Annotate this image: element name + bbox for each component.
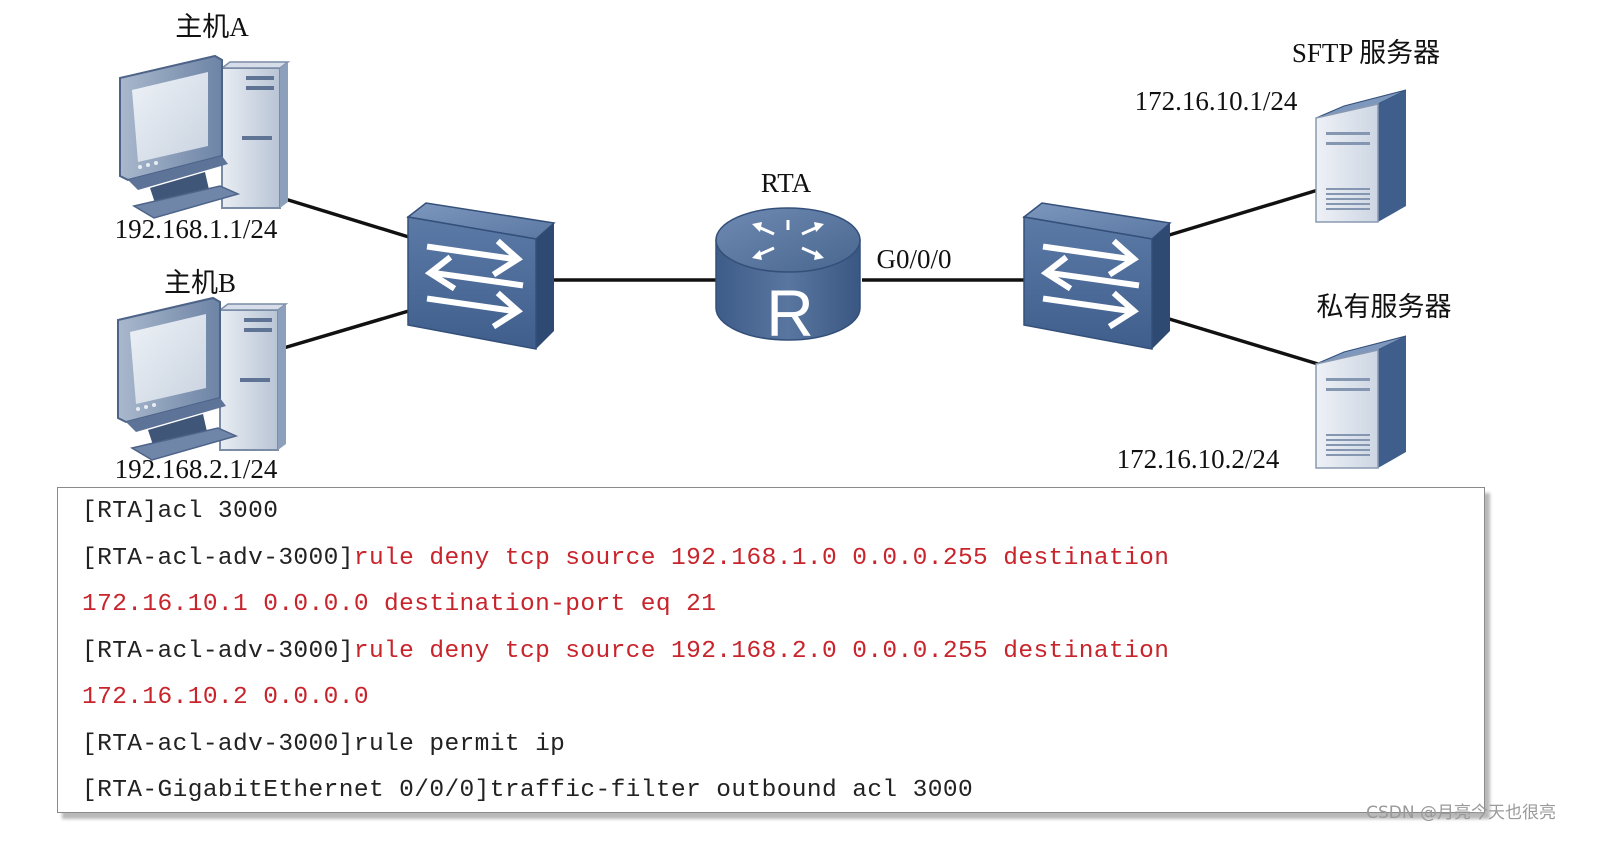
link-host-b-switch1 — [269, 308, 413, 354]
config-rule-text: 172.16.10.1 0.0.0.0 destination-port eq … — [82, 591, 717, 618]
config-code-box: [RTA]acl 3000 [RTA-acl-adv-3000]rule den… — [57, 487, 1485, 813]
config-prompt: [RTA-acl-adv-3000] — [82, 545, 354, 572]
link-host-a-switch1 — [271, 193, 413, 240]
sftp-server-name: SFTP 服务器 — [1292, 38, 1440, 68]
host-b-name: 主机B — [164, 268, 236, 298]
config-line: [RTA]acl 3000 — [82, 498, 278, 525]
host-b-ip: 192.168.2.1/24 — [115, 454, 278, 484]
host-a-name: 主机A — [175, 12, 249, 42]
switch-icon — [1022, 202, 1172, 350]
router-icon: R — [715, 207, 861, 350]
link-switch2-sftp — [1165, 188, 1319, 238]
config-rule-text: rule deny tcp source 192.168.2.0 0.0.0.2… — [353, 638, 1170, 665]
host-a-ip: 192.168.1.1/24 — [115, 214, 278, 244]
config-text: [RTA-acl-adv-3000]rule permit ip — [82, 731, 566, 758]
pc-icon — [117, 296, 289, 461]
router-interface: G0/0/0 — [876, 244, 951, 274]
watermark: CSDN @月亮今天也很亮 — [1366, 803, 1556, 823]
config-rule-text: 172.16.10.2 0.0.0.0 — [82, 684, 369, 711]
switch-icon — [406, 202, 556, 350]
private-server-name: 私有服务器 — [1317, 292, 1452, 322]
private-server-ip: 172.16.10.2/24 — [1117, 444, 1280, 474]
config-text: [RTA-GigabitEthernet 0/0/0]traffic-filte… — [82, 777, 974, 804]
config-line: 172.16.10.2 0.0.0.0 — [82, 684, 369, 711]
server-icon — [1315, 335, 1407, 469]
config-line: [RTA-acl-adv-3000]rule permit ip — [82, 731, 565, 758]
pc-icon — [119, 54, 291, 219]
config-line: [RTA-acl-adv-3000]rule deny tcp source 1… — [82, 545, 1169, 572]
link-switch2-private — [1165, 316, 1319, 366]
config-line: [RTA-acl-adv-3000]rule deny tcp source 1… — [82, 638, 1169, 665]
router-symbol: R — [766, 276, 814, 350]
router-name: RTA — [761, 168, 812, 198]
config-prompt: [RTA-acl-adv-3000] — [82, 638, 354, 665]
sftp-server-ip: 172.16.10.1/24 — [1135, 86, 1298, 116]
config-line: [RTA-GigabitEthernet 0/0/0]traffic-filte… — [82, 777, 973, 804]
config-line: 172.16.10.1 0.0.0.0 destination-port eq … — [82, 591, 716, 618]
server-icon — [1315, 89, 1407, 223]
config-text: [RTA]acl 3000 — [82, 498, 279, 525]
config-rule-text: rule deny tcp source 192.168.1.0 0.0.0.2… — [353, 545, 1170, 572]
links — [269, 188, 1319, 366]
